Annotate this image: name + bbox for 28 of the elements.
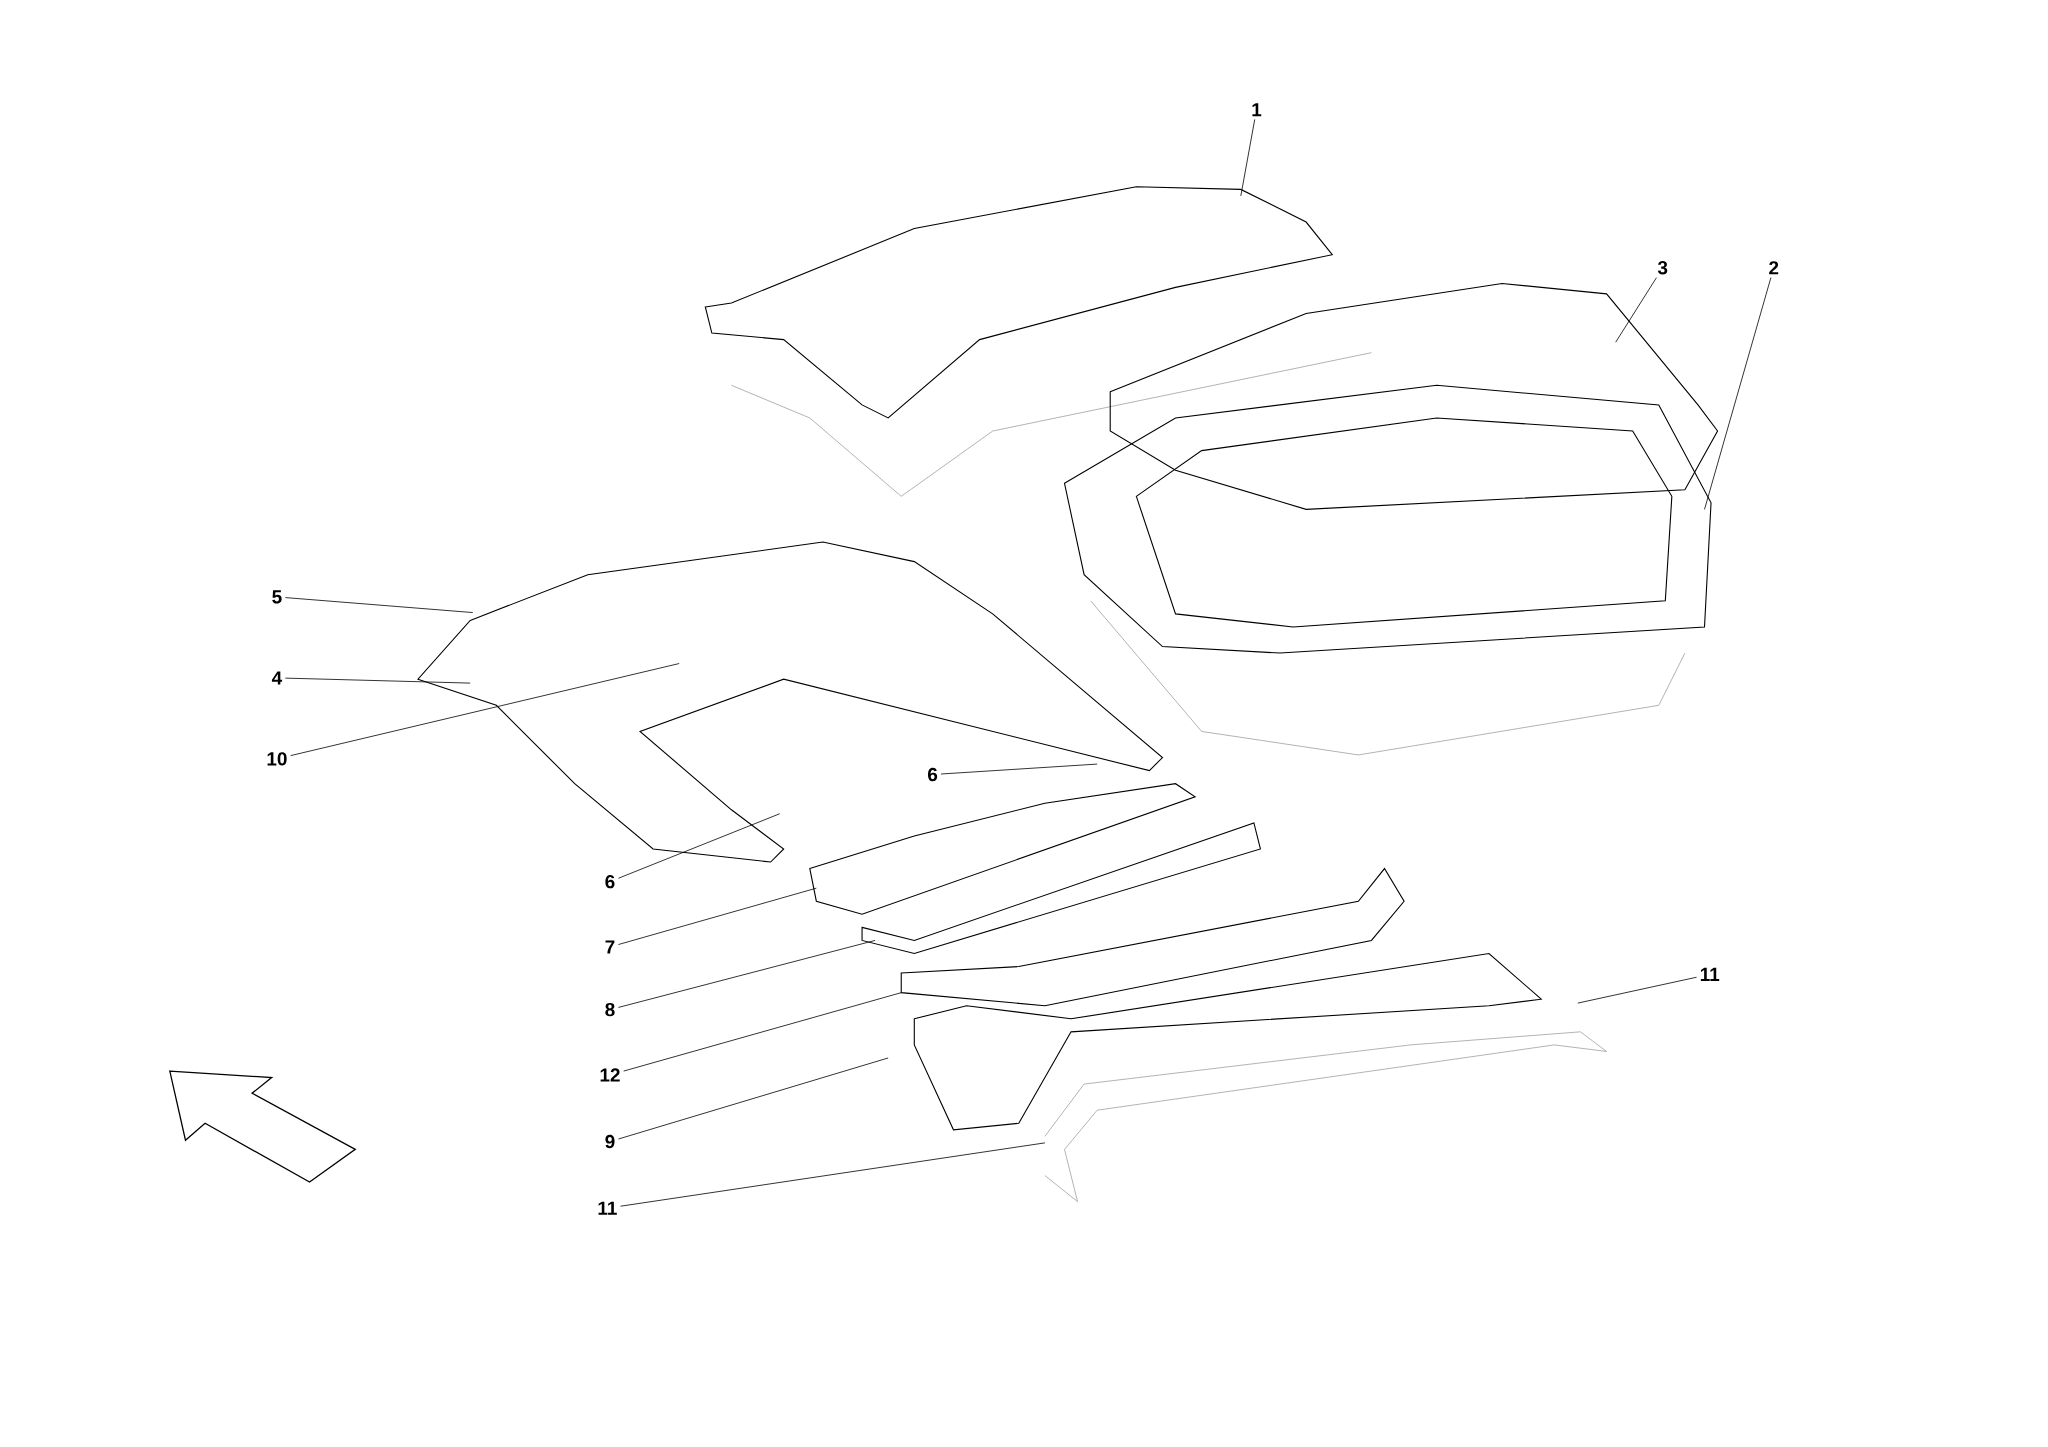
callout-number: 3 <box>1657 260 1668 275</box>
callout-number: 1 <box>1252 103 1262 117</box>
leader-line <box>1615 277 1657 343</box>
callout-number: 2 <box>1769 261 1779 275</box>
leader-line <box>618 939 876 1008</box>
leader-line <box>618 887 817 945</box>
leader-line <box>620 1142 1046 1207</box>
leader-line <box>290 663 680 756</box>
callout-number: 7 <box>605 940 615 954</box>
callout-number: 9 <box>605 1134 615 1149</box>
leader-line <box>1240 118 1256 197</box>
leader-line <box>940 763 1098 775</box>
callout-number: 8 <box>605 1002 615 1017</box>
leader-line <box>618 813 781 879</box>
callout-number: 11 <box>1700 967 1720 981</box>
leader-line <box>1577 976 1697 1004</box>
callout-number: 6 <box>928 767 938 782</box>
callout-number: 10 <box>267 752 287 766</box>
callout-number: 12 <box>600 1068 620 1082</box>
leader-line <box>618 1057 889 1140</box>
leader-line <box>1704 277 1772 510</box>
callout-number: 11 <box>598 1201 617 1215</box>
callout-number: 5 <box>272 590 282 604</box>
leader-line <box>284 677 471 684</box>
leader-line <box>623 992 902 1072</box>
callout-number: 4 <box>271 671 283 685</box>
leader-line <box>284 597 474 613</box>
callout-number: 6 <box>605 874 615 889</box>
